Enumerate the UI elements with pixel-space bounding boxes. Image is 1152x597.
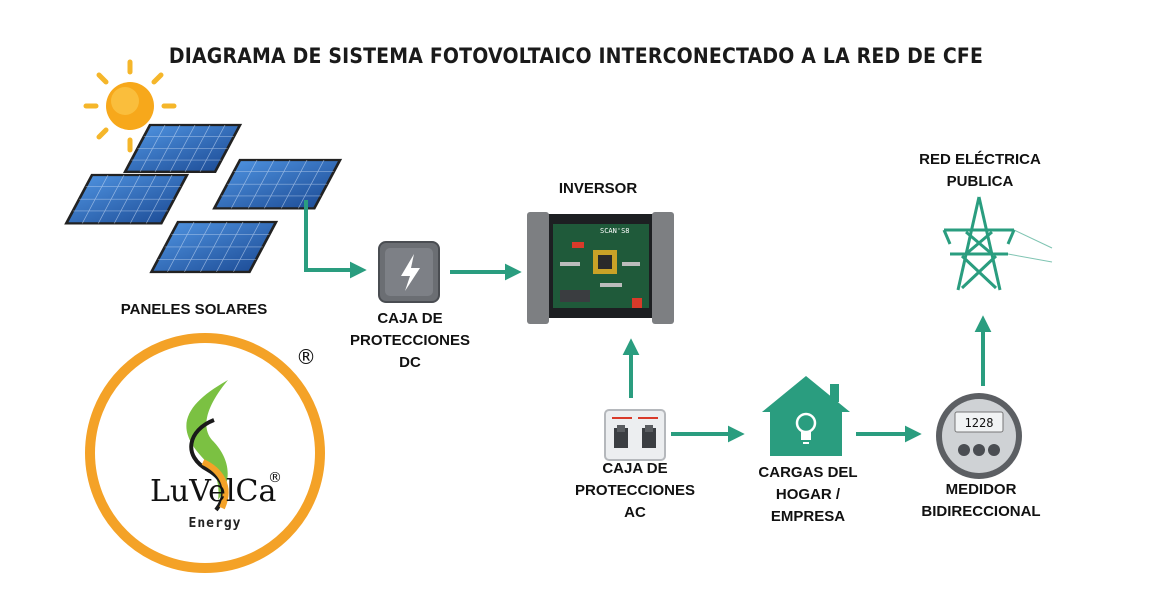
label-dc-box-line1: CAJA DE — [377, 310, 443, 327]
label-loads: CARGAS DEL HOGAR / EMPRESA — [738, 462, 878, 528]
label-ac-box-line2: PROTECCIONES — [574, 482, 695, 499]
house-icon — [762, 376, 850, 456]
inverter-icon: SCAN'S8 — [527, 212, 674, 324]
logo-sub: Energy — [188, 516, 242, 531]
flow-arrows — [304, 200, 992, 443]
label-loads-line3: EMPRESA — [770, 508, 846, 525]
ac-protection-box-icon — [604, 409, 666, 461]
registered-mark: ® — [296, 345, 316, 369]
page-title: DIAGRAMA DE SISTEMA FOTOVOLTAICO INTERCO… — [168, 44, 984, 68]
label-meter-line1: MEDIDOR — [945, 481, 1017, 498]
dc-protection-box-icon — [378, 241, 440, 303]
label-grid-line1: RED ELÉCTRICA — [919, 151, 1041, 168]
label-dc-box: CAJA DE PROTECCIONES DC — [340, 308, 480, 374]
logo-name: LuVelCa — [150, 474, 277, 509]
label-dc-box-line2: PROTECCIONES — [349, 332, 470, 349]
meter-reading-text: 1228 — [965, 416, 994, 430]
label-panels: PANELES SOLARES — [120, 301, 268, 318]
label-grid-line2: PUBLICA — [946, 173, 1014, 190]
label-ac-box-line1: CAJA DE — [602, 460, 668, 477]
arrow-panels-to-dc — [304, 200, 367, 279]
label-dc-box-line3: DC — [399, 354, 421, 371]
luvelca-logo — [85, 333, 325, 573]
solar-panels-icon — [64, 123, 343, 274]
logo-registered-mark: ® — [268, 470, 282, 486]
bidirectional-meter-icon: 1228 — [936, 393, 1022, 479]
inverter-brand-text: SCAN'S8 — [600, 227, 630, 235]
label-ac-box: CAJA DE PROTECCIONES AC — [565, 458, 705, 524]
label-meter: MEDIDOR BIDIRECCIONAL — [906, 479, 1056, 523]
label-grid: RED ELÉCTRICA PUBLICA — [895, 149, 1065, 193]
label-meter-line2: BIDIRECCIONAL — [921, 503, 1041, 520]
label-ac-box-line3: AC — [624, 504, 646, 521]
label-loads-line2: HOGAR / — [775, 486, 841, 503]
label-loads-line1: CARGAS DEL — [758, 464, 858, 481]
transmission-tower-icon — [942, 196, 1053, 291]
label-inverter: INVERSOR — [558, 180, 638, 197]
